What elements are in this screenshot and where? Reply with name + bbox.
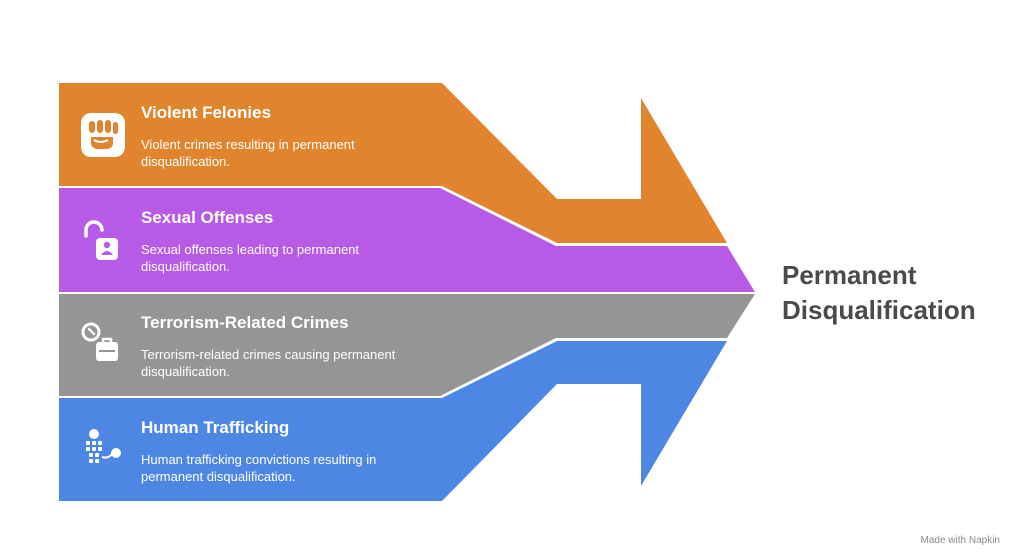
made-with-credit: Made with Napkin bbox=[920, 535, 1000, 546]
band-title-terrorism-related-crimes: Terrorism-Related Crimes bbox=[141, 313, 349, 332]
band-shape-sexual-offenses bbox=[59, 188, 755, 292]
band-description-sexual-offenses: Sexual offenses leading to permanent dis… bbox=[141, 242, 360, 274]
band-shape-violent-felonies bbox=[59, 83, 727, 243]
band-description-violent-felonies: Violent crimes resulting in permanent di… bbox=[141, 137, 355, 169]
unlocked-padlock-person-icon bbox=[84, 220, 118, 260]
target-title-line2: Disqualification bbox=[782, 295, 976, 325]
band-description-terrorism-related-crimes: Terrorism-related crimes causing permane… bbox=[141, 347, 396, 379]
band-title-sexual-offenses: Sexual Offenses bbox=[141, 208, 274, 227]
band-shape-human-trafficking bbox=[59, 341, 727, 501]
band-description-human-trafficking: Human trafficking convictions resulting … bbox=[141, 452, 377, 484]
bomb-briefcase-icon bbox=[81, 322, 118, 361]
band-title-human-trafficking: Human Trafficking bbox=[141, 418, 290, 437]
band-shape-terrorism-related-crimes bbox=[59, 294, 755, 396]
band-title-violent-felonies: Violent Felonies bbox=[141, 103, 272, 122]
target-title-line1: Permanent bbox=[782, 260, 917, 290]
target-title: Permanent Disqualification bbox=[782, 258, 976, 328]
person-chained-icon bbox=[86, 429, 121, 463]
fist-icon bbox=[81, 113, 125, 157]
